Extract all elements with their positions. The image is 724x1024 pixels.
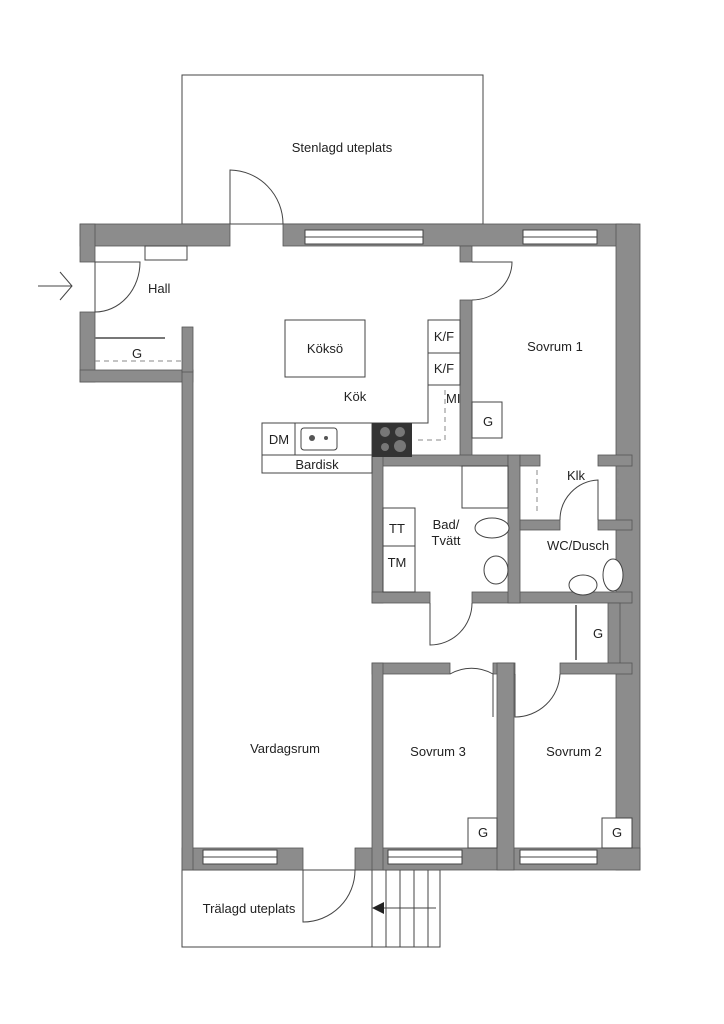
bedroom3-closet: [467, 817, 498, 849]
label-bar: Bardisk: [295, 457, 339, 472]
label-stone-terrace: Stenlagd uteplats: [292, 140, 393, 155]
label-hall: Hall: [148, 281, 171, 296]
stove-icon: [372, 423, 412, 457]
laundry-units: [382, 507, 416, 593]
stairs: [371, 870, 436, 947]
label-bath-1: Bad/: [433, 517, 460, 532]
label-bedroom-2: Sovrum 2: [546, 744, 602, 759]
label-bedroom-1: Sovrum 1: [527, 339, 583, 354]
bar-counter: [261, 454, 373, 474]
label-bedroom-3: Sovrum 3: [410, 744, 466, 759]
toilet-icon: [474, 517, 510, 539]
wood-deck: [181, 869, 441, 948]
kitchen-island: [284, 319, 366, 378]
label-bath-2: Tvätt: [432, 533, 461, 548]
label-dishwasher: DM: [269, 432, 289, 447]
shower-tray: [461, 465, 509, 509]
bedroom1-closet: [471, 401, 503, 439]
label-living: Vardagsrum: [250, 741, 320, 756]
wc-washbasin-icon: [568, 574, 598, 596]
sink-icon: [300, 427, 338, 451]
hall-shelf: [144, 245, 188, 261]
label-fridge-1: K/F: [434, 329, 454, 344]
doors: [94, 169, 599, 923]
label-bedroom2-closet: G: [612, 825, 622, 840]
label-bedroom3-closet: G: [478, 825, 488, 840]
label-corridor-closet: G: [593, 626, 603, 641]
label-bedroom1-closet: G: [483, 414, 493, 429]
label-dryer: TT: [389, 521, 405, 536]
label-wood-deck: Trälagd uteplats: [203, 901, 296, 916]
washbasin-icon: [483, 555, 509, 585]
label-kitchen: Kök: [344, 389, 367, 404]
label-fridge-2: K/F: [434, 361, 454, 376]
wc-toilet-icon: [602, 558, 624, 592]
stair-arrow-icon: [372, 902, 384, 914]
label-hall-closet: G: [132, 346, 142, 361]
label-wc: WC/Dusch: [547, 538, 609, 553]
windows: [202, 229, 598, 865]
label-kitchen-island: Köksö: [307, 341, 343, 356]
label-microwave: MI: [446, 391, 460, 406]
bedroom2-closet: [601, 817, 633, 849]
label-washer: TM: [388, 555, 407, 570]
label-walkin-closet: Klk: [567, 468, 586, 483]
entrance-arrow-icon: [38, 271, 73, 301]
